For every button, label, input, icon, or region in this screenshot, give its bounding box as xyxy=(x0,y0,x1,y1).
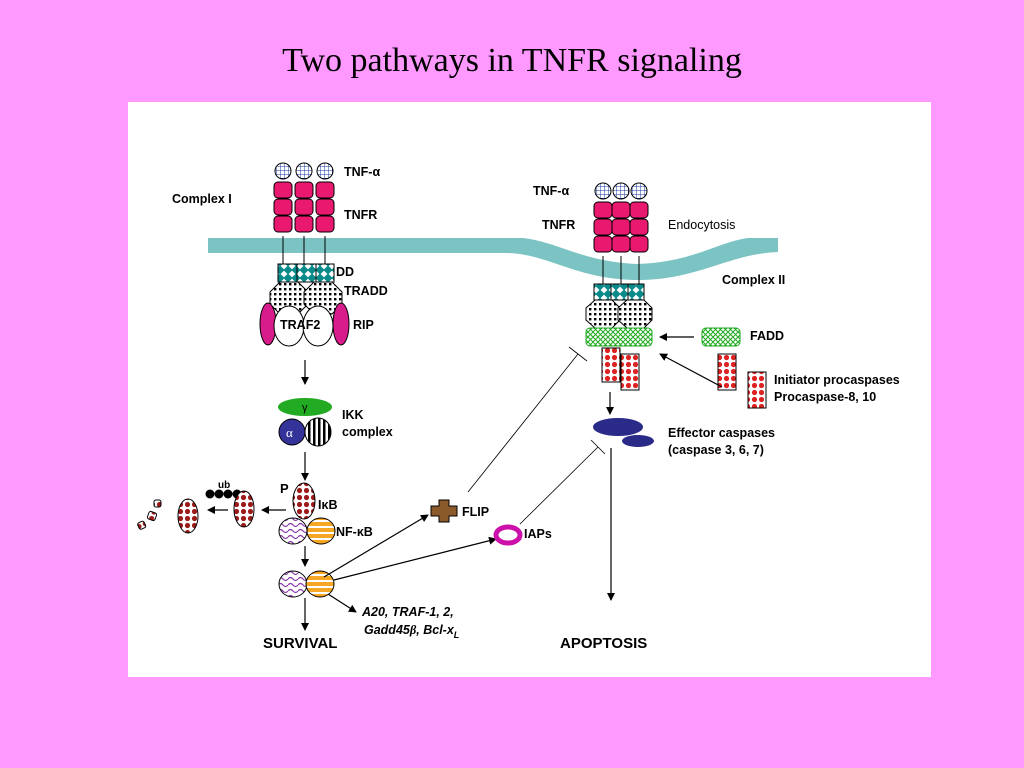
cell-membrane xyxy=(208,238,778,280)
effector-label-line2: (caspase 3, 6, 7) xyxy=(668,443,764,457)
ubiquitinated-ikb xyxy=(205,489,255,528)
iaps-inhibition xyxy=(519,439,606,525)
ub-label: ub xyxy=(218,480,230,491)
iaps-label: IAPs xyxy=(524,527,552,541)
gene-bclx-subscript: L xyxy=(454,630,460,640)
ikk-alpha-label: α xyxy=(286,425,293,440)
gene-bclx: , Bcl-x xyxy=(415,623,455,637)
fadd-shape xyxy=(701,327,741,347)
phospho-label: P xyxy=(280,481,289,496)
gene-gadd45: Gadd45 xyxy=(364,623,411,637)
diagram-panel: Complex I TNF-α TNFR DD TRADD TRAF2 RIP … xyxy=(128,102,931,677)
ikk-complex xyxy=(278,398,332,447)
gene-gadd45-beta: β xyxy=(409,623,417,637)
initiator-label-line2: Procaspase-8, 10 xyxy=(774,390,876,404)
endocytosis-label: Endocytosis xyxy=(668,218,735,232)
initiator-label-line1: Initiator procaspases xyxy=(774,373,900,387)
iaps-shape xyxy=(493,524,523,546)
arrow-to-iaps xyxy=(333,536,497,581)
target-genes-line2: Gadd45β, Bcl-xL xyxy=(364,623,459,640)
arrow-to-flip xyxy=(323,514,429,578)
arrow-procaspase-recruitment xyxy=(659,353,723,388)
survival-label: SURVIVAL xyxy=(263,635,337,652)
ikb-nfkb-complex xyxy=(278,482,336,545)
arrow-to-target-genes xyxy=(327,593,357,613)
flip-shape xyxy=(430,499,458,523)
slide-title: Two pathways in TNFR signaling xyxy=(282,42,742,79)
traf2-label: TRAF2 xyxy=(280,318,320,332)
complex1-tnf-label: TNF-α xyxy=(344,165,380,179)
active-nfkb xyxy=(278,570,335,598)
effector-caspases xyxy=(593,418,654,447)
dd-label: DD xyxy=(336,265,354,279)
flip-inhibition xyxy=(467,346,588,493)
complex2-tnfr-label: TNFR xyxy=(542,218,575,232)
complex2-receptor-trimer xyxy=(585,182,653,391)
fadd-label: FADD xyxy=(750,329,784,343)
ikb-degradation xyxy=(137,498,199,534)
complex1-tnfr-label: TNFR xyxy=(344,208,377,222)
initiator-procaspases xyxy=(717,353,767,409)
complex1-label: Complex I xyxy=(172,192,232,206)
flip-label: FLIP xyxy=(462,505,489,519)
nfkb-label: NF-κB xyxy=(336,525,373,539)
complex2-label: Complex II xyxy=(722,273,785,287)
ikk-gamma-label: γ xyxy=(302,402,308,414)
ikk-label-line1: IKK xyxy=(342,408,364,422)
rip-label: RIP xyxy=(353,318,374,332)
tnfr-signaling-diagram: Complex I TNF-α TNFR DD TRADD TRAF2 RIP … xyxy=(137,162,900,652)
tradd-label: TRADD xyxy=(344,284,388,298)
target-genes-line1: A20, TRAF-1, 2, xyxy=(361,605,454,619)
complex1-receptor-trimer xyxy=(259,162,350,347)
complex2-tnf-label: TNF-α xyxy=(533,184,569,198)
effector-label-line1: Effector caspases xyxy=(668,426,775,440)
ikk-label-line2: complex xyxy=(342,425,393,439)
apoptosis-label: APOPTOSIS xyxy=(560,635,647,652)
ikb-label: IκB xyxy=(318,498,337,512)
